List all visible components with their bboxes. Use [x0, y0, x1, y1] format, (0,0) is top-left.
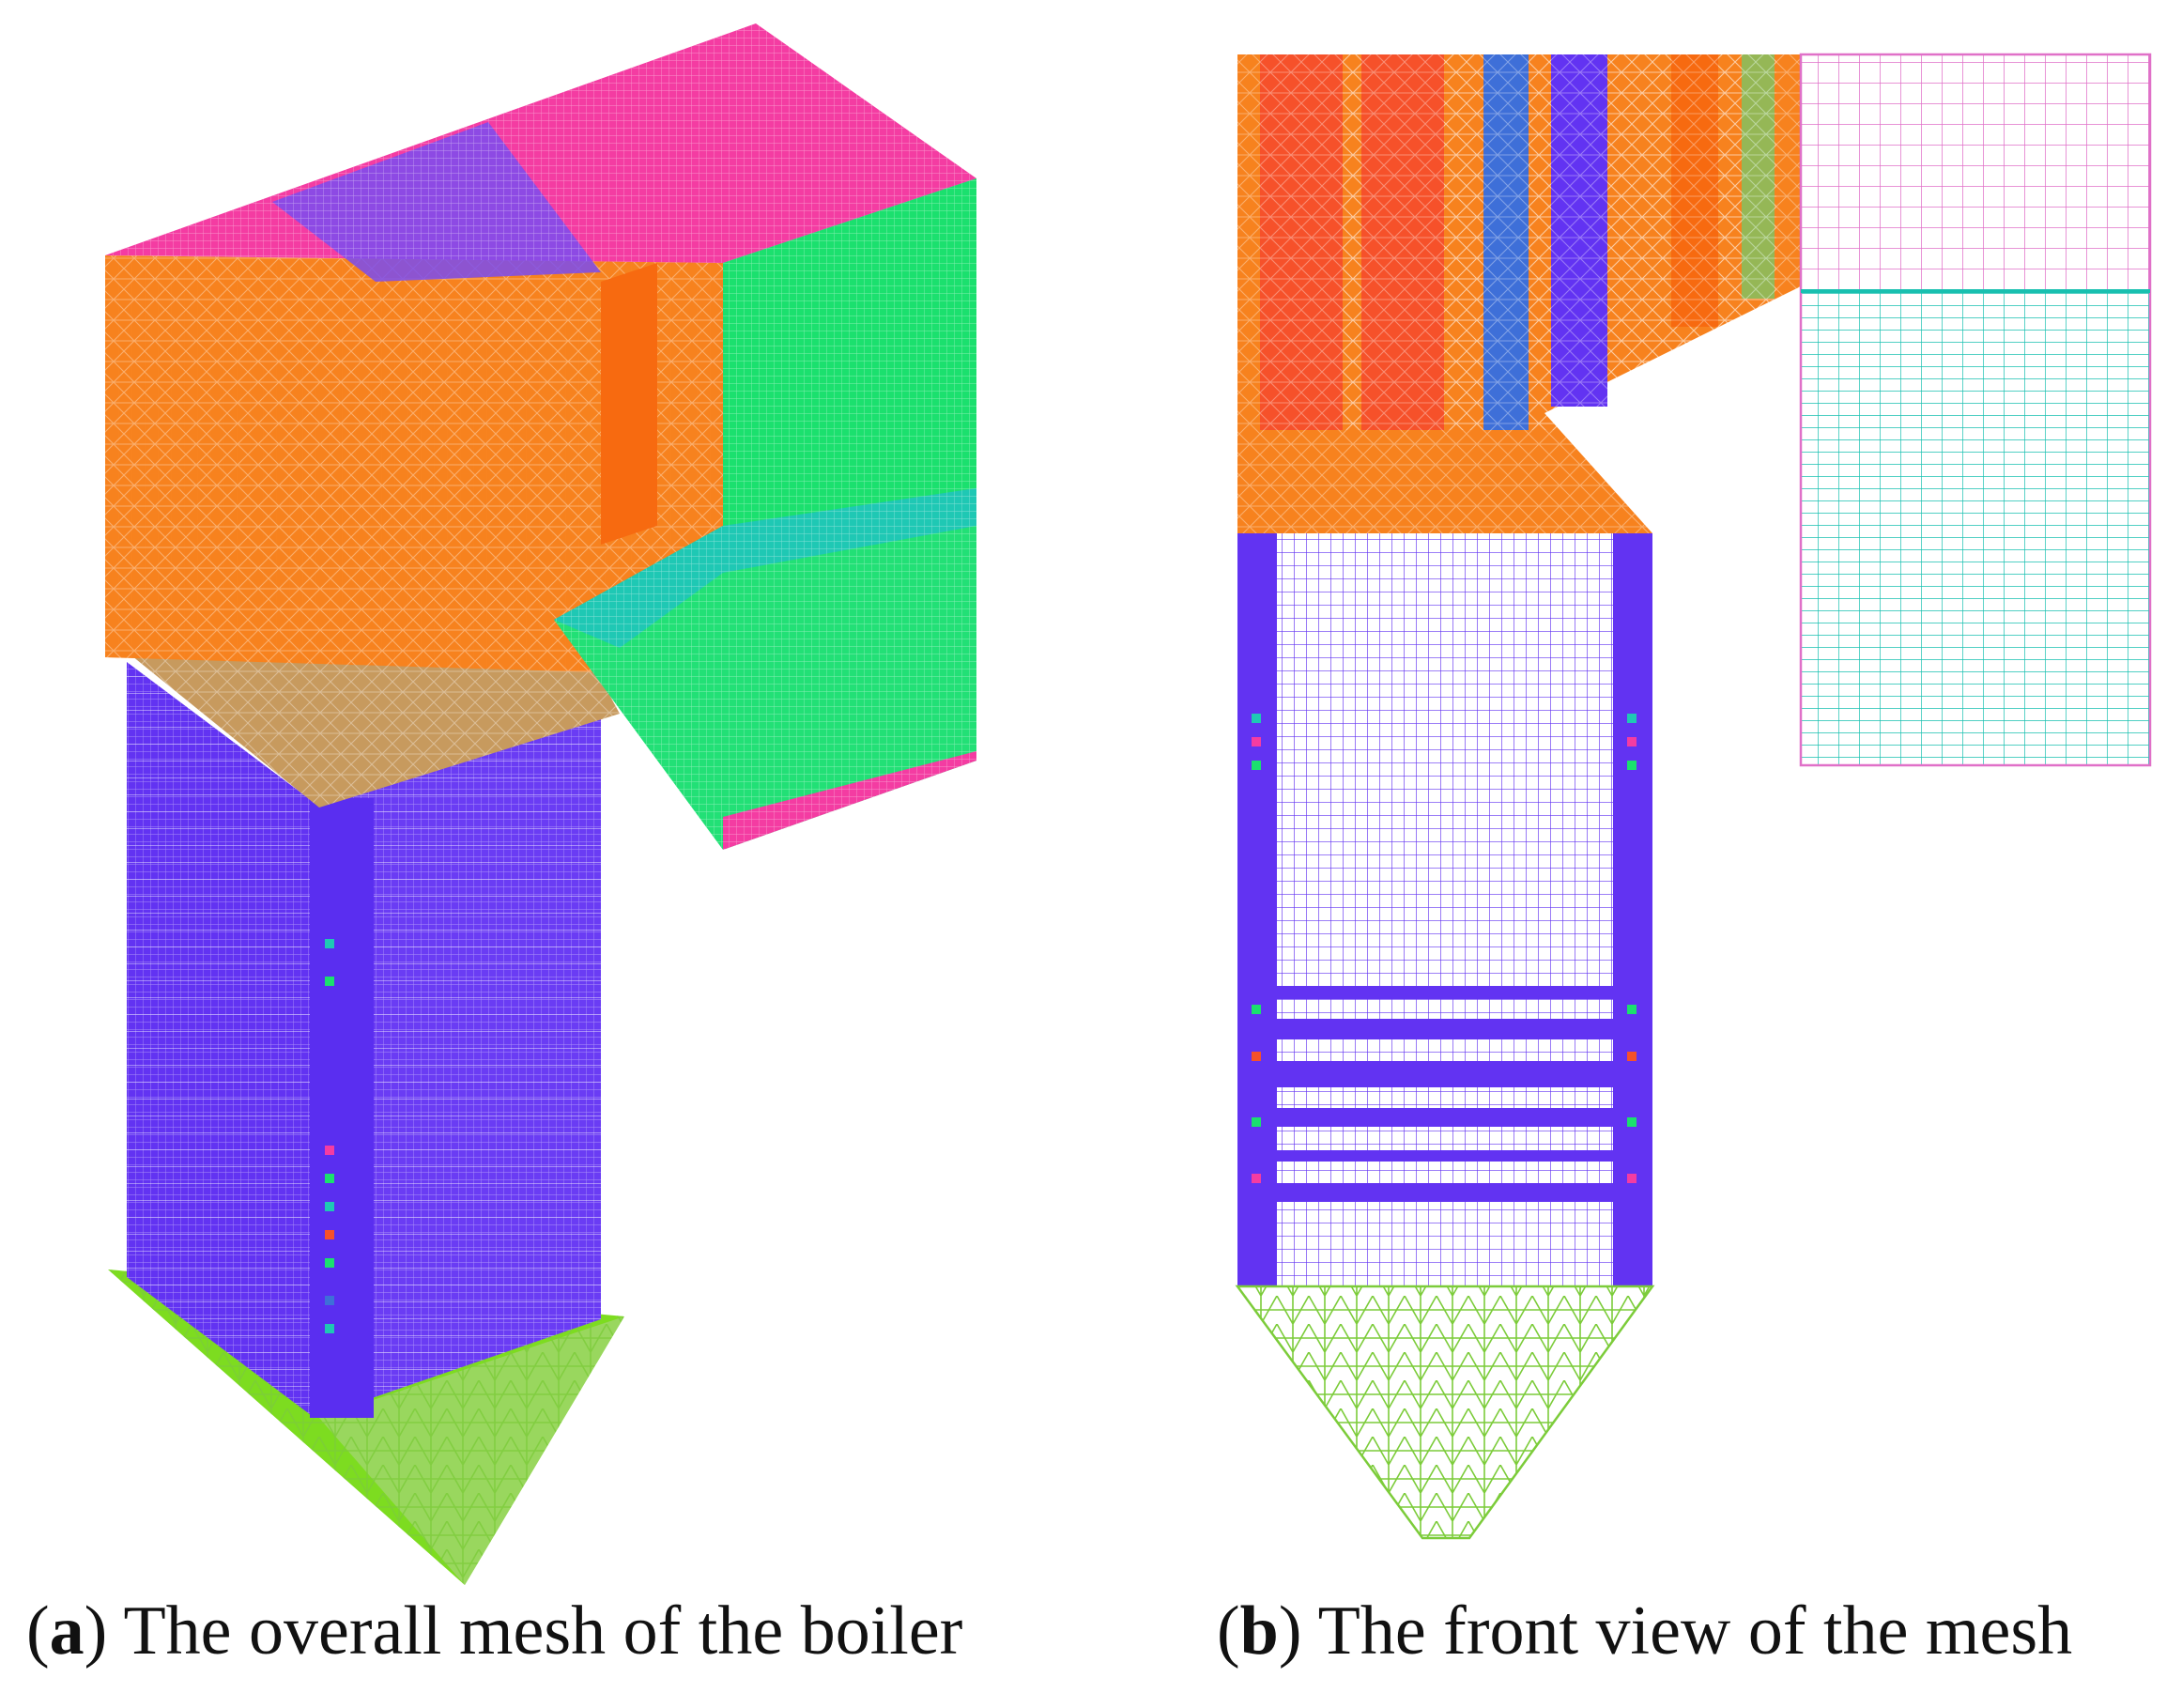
caption-a: (a) The overall mesh of the boiler: [26, 1593, 963, 1670]
panel-a-overall-mesh: [105, 23, 976, 1585]
caption-a-text: The overall mesh of the boiler: [123, 1593, 963, 1670]
caption-b: (b) The front view of the mesh: [1217, 1593, 2073, 1670]
burner-bands: [1237, 986, 1652, 1202]
caption-a-letter: a: [49, 1593, 85, 1670]
burner-markers-a: [325, 939, 334, 1333]
caption-b-letter: b: [1239, 1593, 1279, 1670]
furnace-left-wall: [1237, 533, 1277, 1286]
furnace-right-wall: [1613, 533, 1652, 1286]
furnace-corner-edge: [310, 798, 374, 1418]
burner-markers-b: [1252, 714, 1636, 1183]
rear-baffle: [601, 263, 657, 545]
panel-b-front-view: [1235, 53, 2152, 1540]
caption-b-text: The front view of the mesh: [1317, 1593, 2073, 1670]
